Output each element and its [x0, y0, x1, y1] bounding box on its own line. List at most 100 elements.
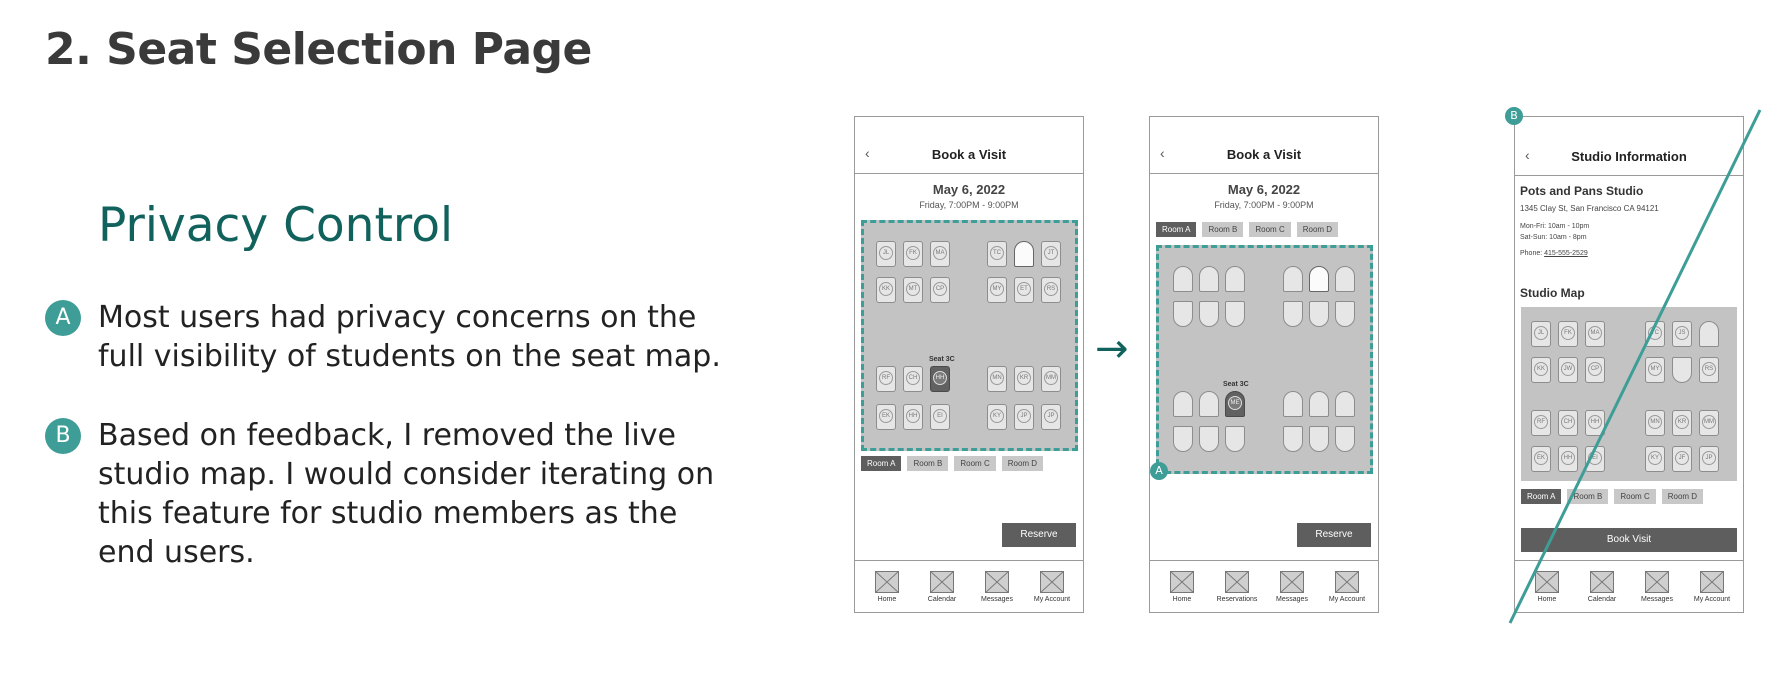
seat-available[interactable]: [1309, 266, 1329, 292]
seat[interactable]: [1199, 301, 1219, 327]
nav-my-account[interactable]: My Account: [1322, 571, 1372, 603]
room-tabs: Room A Room B Room C Room D: [1156, 222, 1339, 237]
seat[interactable]: [1225, 301, 1245, 327]
seat[interactable]: TC: [987, 241, 1007, 267]
seat[interactable]: MA: [930, 241, 950, 267]
tab-room-c[interactable]: Room C: [1249, 222, 1291, 237]
nav-home[interactable]: Home: [1157, 571, 1207, 603]
seat[interactable]: RF: [876, 366, 896, 392]
seat[interactable]: EI: [930, 404, 950, 430]
seat[interactable]: [1225, 266, 1245, 292]
seat[interactable]: [1283, 301, 1303, 327]
nav-my-account[interactable]: My Account: [1687, 571, 1737, 603]
hours-weekend: Sat-Sun: 10am - 8pm: [1520, 234, 1587, 241]
visit-time: Friday, 7:00PM - 9:00PM: [919, 200, 1019, 210]
seat[interactable]: [1309, 391, 1329, 417]
seat[interactable]: KR: [1014, 366, 1034, 392]
seat[interactable]: JP: [1014, 404, 1034, 430]
seat[interactable]: [1199, 391, 1219, 417]
seat[interactable]: JP: [1041, 404, 1061, 430]
book-visit-button[interactable]: Book Visit: [1521, 528, 1737, 552]
seat[interactable]: JT: [1041, 241, 1061, 267]
seat[interactable]: CH: [903, 366, 923, 392]
tab-room-d[interactable]: Room D: [1296, 222, 1339, 237]
seat[interactable]: [1309, 301, 1329, 327]
back-icon[interactable]: ‹: [1525, 147, 1530, 163]
back-icon[interactable]: ‹: [1160, 145, 1165, 161]
seat[interactable]: [1309, 426, 1329, 452]
seat[interactable]: [1173, 426, 1193, 452]
seat-selected[interactable]: HH: [930, 366, 950, 392]
seat[interactable]: [1335, 266, 1355, 292]
reserve-button[interactable]: Reserve: [1297, 523, 1371, 547]
seat[interactable]: [1199, 426, 1219, 452]
seat[interactable]: RS: [1041, 277, 1061, 303]
tab-room-b[interactable]: Room B: [907, 456, 949, 471]
seat-map: JL FK MA TC JT KK MT CP MY ET RS Seat 3C…: [861, 220, 1078, 451]
placeholder-icon: [1590, 571, 1614, 593]
seat-selected[interactable]: ME: [1225, 391, 1245, 417]
seat[interactable]: MM: [1041, 366, 1061, 392]
seat[interactable]: [1283, 266, 1303, 292]
nav-reservations[interactable]: Reservations: [1212, 571, 1262, 603]
badge-a: A: [45, 300, 81, 336]
seat[interactable]: [1335, 426, 1355, 452]
placeholder-icon: [1700, 571, 1724, 593]
seat[interactable]: KK: [876, 277, 896, 303]
seat[interactable]: [1173, 266, 1193, 292]
seat[interactable]: [1283, 426, 1303, 452]
seat: KY: [1645, 446, 1665, 472]
nav-home[interactable]: Home: [1522, 571, 1572, 603]
tab-room-b[interactable]: Room B: [1202, 222, 1244, 237]
tab-room-b[interactable]: Room B: [1567, 489, 1609, 504]
tab-room-a[interactable]: Room A: [1156, 222, 1197, 237]
visit-time: Friday, 7:00PM - 9:00PM: [1214, 200, 1314, 210]
seat: EI: [1585, 446, 1605, 472]
visit-date: May 6, 2022: [932, 182, 1006, 197]
screen-title: Book a Visit: [1226, 147, 1302, 162]
tab-room-d[interactable]: Room D: [1001, 456, 1044, 471]
nav-calendar[interactable]: Calendar: [1577, 571, 1627, 603]
back-icon[interactable]: ‹: [865, 145, 870, 161]
seat: JS: [1672, 321, 1692, 347]
studio-name: Pots and Pans Studio: [1520, 184, 1644, 198]
seat[interactable]: ET: [1014, 277, 1034, 303]
placeholder-icon: [875, 571, 899, 593]
seat[interactable]: [1225, 426, 1245, 452]
nav-messages[interactable]: Messages: [1632, 571, 1682, 603]
seat[interactable]: EK: [876, 404, 896, 430]
nav-calendar[interactable]: Calendar: [917, 571, 967, 603]
phone-book-visit-v2: ‹ Book a Visit May 6, 2022 Friday, 7:00P…: [1149, 116, 1379, 613]
tab-room-c[interactable]: Room C: [954, 456, 996, 471]
seat[interactable]: MY: [987, 277, 1007, 303]
seat[interactable]: FK: [903, 241, 923, 267]
phone-link[interactable]: 415-555-2529: [1544, 250, 1588, 257]
tab-room-c[interactable]: Room C: [1614, 489, 1656, 504]
seat[interactable]: MN: [987, 366, 1007, 392]
seat[interactable]: [1173, 301, 1193, 327]
seat[interactable]: MT: [903, 277, 923, 303]
tab-room-a[interactable]: Room A: [1521, 489, 1562, 504]
nav-messages[interactable]: Messages: [972, 571, 1022, 603]
room-tabs: Room A Room B Room C Room D: [861, 456, 1044, 471]
nav-home[interactable]: Home: [862, 571, 912, 603]
seat: MA: [1585, 321, 1605, 347]
seat[interactable]: KY: [987, 404, 1007, 430]
seat[interactable]: CP: [930, 277, 950, 303]
seat[interactable]: [1335, 301, 1355, 327]
seat[interactable]: JL: [876, 241, 896, 267]
placeholder-icon: [1170, 571, 1194, 593]
reserve-button[interactable]: Reserve: [1002, 523, 1076, 547]
seat-empty[interactable]: [1014, 241, 1034, 267]
seat[interactable]: HH: [903, 404, 923, 430]
nav-my-account[interactable]: My Account: [1027, 571, 1077, 603]
seat[interactable]: [1283, 391, 1303, 417]
screen-title: Book a Visit: [931, 147, 1007, 162]
seat[interactable]: [1199, 266, 1219, 292]
seat: HH: [1558, 446, 1578, 472]
nav-messages[interactable]: Messages: [1267, 571, 1317, 603]
tab-room-a[interactable]: Room A: [861, 456, 902, 471]
seat[interactable]: [1335, 391, 1355, 417]
tab-room-d[interactable]: Room D: [1661, 489, 1704, 504]
seat[interactable]: [1173, 391, 1193, 417]
